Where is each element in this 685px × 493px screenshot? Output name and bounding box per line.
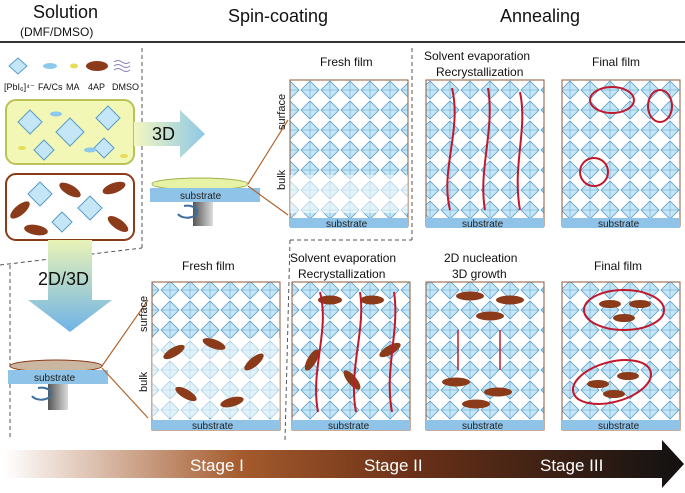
path-3d-label: 3D xyxy=(152,124,175,144)
stage-3-label: Stage III xyxy=(540,456,603,475)
path-2d3d-label: 2D/3D xyxy=(38,269,89,289)
nucleation-title-1: 2D nucleation xyxy=(444,251,517,265)
panel-solvent-top: substrate xyxy=(425,79,545,230)
anneal-divider-lower xyxy=(284,239,291,441)
solvent-bottom-title-1: Solvent evaporation xyxy=(290,251,396,265)
spin-coater-upper: substrate xyxy=(150,119,289,226)
substrate-panel-5: substrate xyxy=(328,421,370,432)
panel-nucleation: substrate xyxy=(425,281,545,432)
legend-pbi: [PbI₆]⁴⁻ xyxy=(4,82,35,92)
dmso-icon xyxy=(113,60,131,72)
substrate-panel-4: substrate xyxy=(192,421,234,432)
panel-fresh-top: substrate xyxy=(289,79,409,230)
stage-1-label: Stage I xyxy=(190,456,244,475)
legend: [PbI₆]⁴⁻ FA/Cs MA 4AP DMSO xyxy=(4,57,139,92)
solvent-bottom-title-2: Recrystallization xyxy=(298,267,385,281)
legend-ma: MA xyxy=(66,82,80,92)
solvent-top-title-1: Solvent evaporation xyxy=(424,49,530,63)
annealing-title: Annealing xyxy=(500,6,580,26)
substrate-lower-label: substrate xyxy=(34,373,76,384)
pbi-icon xyxy=(8,57,28,75)
final-film-top-title: Final film xyxy=(592,55,640,69)
solution-title: Solution xyxy=(33,2,98,22)
substrate-panel-1: substrate xyxy=(326,219,368,230)
panel-fresh-bottom: substrate xyxy=(151,281,281,432)
substrate-upper xyxy=(150,188,260,202)
path-3d-arrow xyxy=(134,110,205,158)
fresh-film-top-title: Fresh film xyxy=(320,55,373,69)
vial-3d-content xyxy=(17,105,128,161)
substrate-panel-6: substrate xyxy=(462,421,504,432)
fresh-film-bottom-title: Fresh film xyxy=(182,259,235,273)
surface-label-top: surface xyxy=(276,94,288,130)
stage-arrow xyxy=(4,440,684,488)
solvent-top-title-2: Recrystallization xyxy=(436,65,523,79)
bulk-label-top: bulk xyxy=(276,169,288,190)
spin-coating-title: Spin-coating xyxy=(228,6,328,26)
spin-coater-lower: substrate xyxy=(8,299,149,419)
ma-icon xyxy=(70,63,78,69)
legend-4ap: 4AP xyxy=(88,82,105,92)
legend-facs: FA/Cs xyxy=(38,82,63,92)
solvent-label: (DMF/DMSO) xyxy=(20,25,93,39)
stage-2-label: Stage II xyxy=(364,456,423,475)
rotate-arrow-lower-icon xyxy=(31,386,53,401)
final-film-bottom-title: Final film xyxy=(594,259,642,273)
legend-dmso: DMSO xyxy=(112,82,139,92)
surface-label-bottom: surface xyxy=(138,296,150,332)
bulk-label-bottom: bulk xyxy=(138,371,150,392)
chuck-upper xyxy=(193,202,213,226)
substrate-upper-label: substrate xyxy=(180,191,222,202)
nucleation-title-2: 3D growth xyxy=(452,267,507,281)
ap-icon xyxy=(86,61,108,71)
panel-solvent-bottom: substrate xyxy=(291,281,411,432)
panel-final-top: substrate xyxy=(561,79,681,230)
vial-2d3d-content xyxy=(10,181,129,236)
chuck-lower xyxy=(48,384,68,410)
substrate-panel-7: substrate xyxy=(598,421,640,432)
panel-final-bottom: substrate xyxy=(561,281,681,432)
substrate-lower xyxy=(8,370,108,384)
facs-icon xyxy=(43,63,57,69)
substrate-panel-3: substrate xyxy=(598,219,640,230)
path-2d3d-arrow xyxy=(28,240,112,332)
substrate-panel-2: substrate xyxy=(462,219,504,230)
rotate-arrow-upper-icon xyxy=(177,204,199,219)
